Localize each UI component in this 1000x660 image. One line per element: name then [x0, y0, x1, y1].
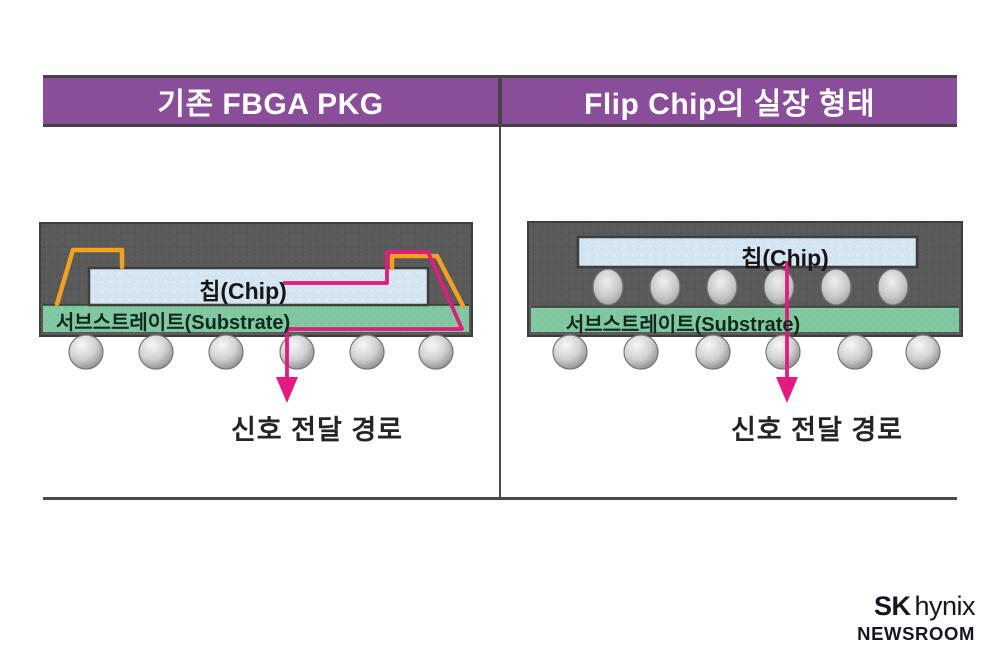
bond-wire-right [389, 253, 466, 309]
fbga-solder-balls [68, 334, 454, 370]
signal-arrowhead [776, 377, 798, 403]
fbga-chip [87, 266, 430, 307]
flipchip-bumps [592, 268, 909, 306]
panel-title-flipchip: Flip Chip의 실장 형태 [584, 88, 875, 121]
panel-title-fbga: 기존 FBGA PKG [157, 88, 384, 121]
flipchip-substrate-label: 서브스트레이트(Substrate) [565, 314, 801, 336]
fbga-package [39, 222, 473, 403]
solder-ball [208, 334, 244, 370]
solder-ball [552, 334, 588, 370]
header-bar: 기존 FBGA PKG Flip Chip의 실장 형태 [43, 75, 957, 127]
solder-ball [623, 334, 659, 370]
signal-arrowhead [276, 377, 298, 403]
solder-bump [649, 268, 681, 306]
logo-hynix-text: hynix [914, 591, 975, 621]
solder-ball [418, 334, 454, 370]
solder-bump [763, 268, 795, 306]
solder-bump [706, 268, 738, 306]
solder-bump [820, 268, 852, 306]
flipchip-chip-label: 칩(Chip) [741, 245, 829, 271]
fbga-chip-label: 칩(Chip) [199, 278, 287, 304]
fbga-signal-label: 신호 전달 경로 [230, 415, 404, 445]
bond-wire-left [54, 247, 125, 307]
vertical-divider [499, 124, 501, 500]
flipchip-chip [576, 235, 919, 269]
flipchip-signal-label: 신호 전달 경로 [730, 415, 904, 445]
solder-ball [765, 334, 801, 370]
solder-ball [905, 334, 941, 370]
bottom-rule [43, 497, 957, 500]
flipchip-signal-path [776, 261, 798, 403]
flipchip-package [527, 221, 963, 403]
fbga-signal-path [276, 250, 464, 403]
solder-ball [837, 334, 873, 370]
fbga-substrate-label: 서브스트레이트(Substrate) [55, 312, 291, 334]
flipchip-solder-balls [552, 334, 941, 370]
solder-ball [349, 334, 385, 370]
logo-sk-text: SK [873, 591, 911, 621]
solder-ball [138, 334, 174, 370]
solder-bump [592, 268, 624, 306]
solder-bump [877, 268, 909, 306]
bond-wires [54, 247, 466, 309]
solder-ball [68, 334, 104, 370]
header-divider [498, 78, 502, 124]
flipchip-substrate [531, 306, 959, 332]
logo-newsroom-text: NEWSROOM [857, 623, 975, 644]
solder-ball [695, 334, 731, 370]
